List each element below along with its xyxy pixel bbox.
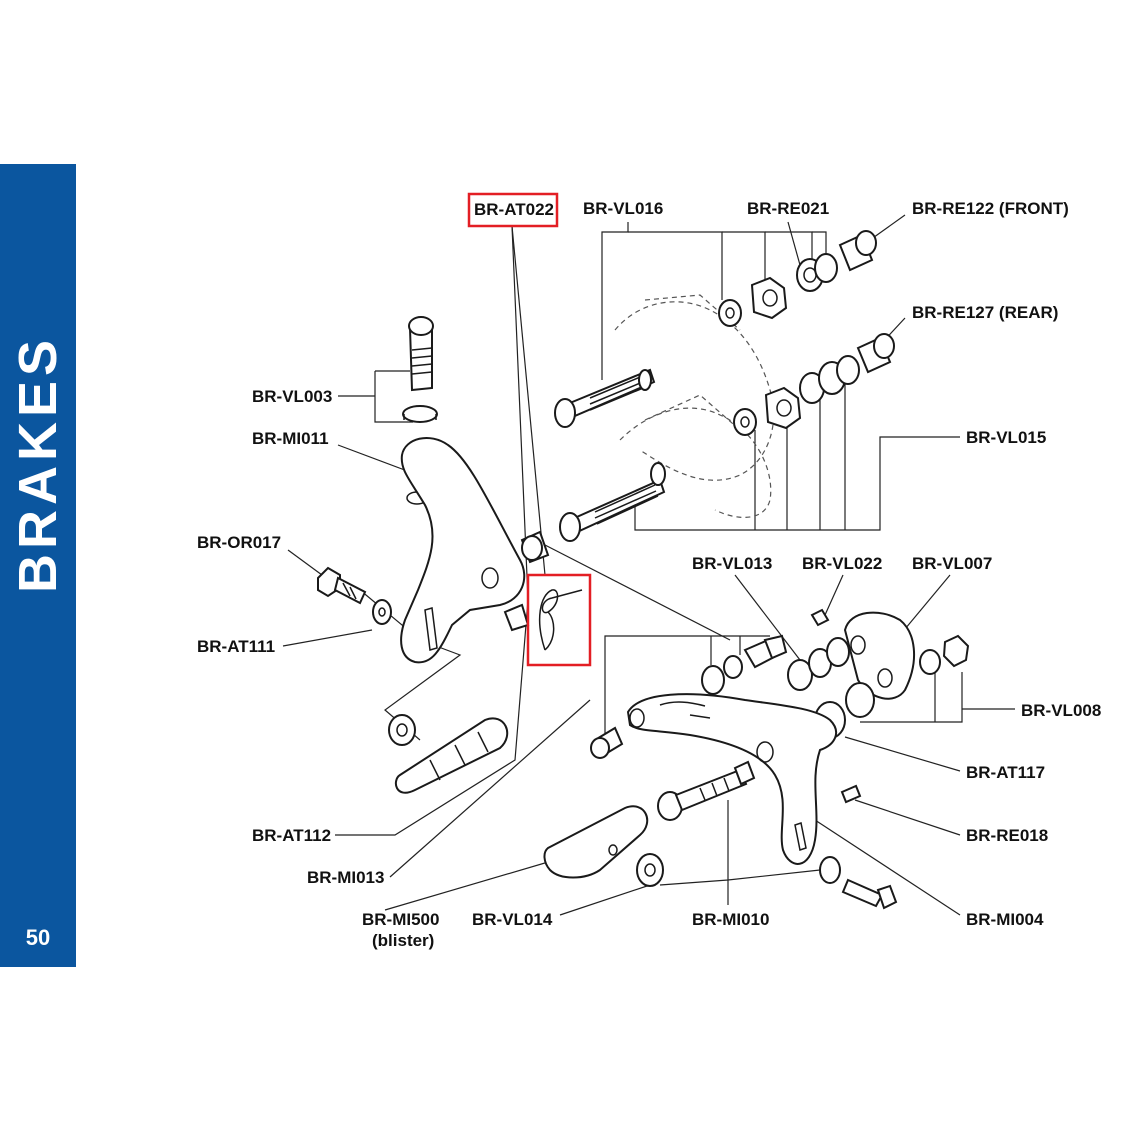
label-br-vl008: BR-VL008 xyxy=(1021,701,1101,720)
label-br-re018: BR-RE018 xyxy=(966,826,1048,845)
return-spring xyxy=(538,589,583,651)
section-sidebar: BRAKES 50 xyxy=(0,164,76,967)
label-br-vl013: BR-VL013 xyxy=(692,554,772,573)
label-br-vl014: BR-VL014 xyxy=(472,910,553,929)
label-br-vl016: BR-VL016 xyxy=(583,199,663,218)
label-br-mi500: BR-MI500 xyxy=(362,910,439,929)
left-caliper-arm xyxy=(317,316,550,794)
label-br-or017: BR-OR017 xyxy=(197,533,281,552)
label-br-mi011: BR-MI011 xyxy=(252,429,329,448)
front-pivot-bolt-group xyxy=(554,230,877,428)
frame-outlines xyxy=(614,294,775,518)
label-br-mi013: BR-MI013 xyxy=(307,868,384,887)
label-br-at022: BR-AT022 xyxy=(474,200,554,219)
rear-pivot-bolt-group xyxy=(559,333,895,542)
highlight-label-box xyxy=(467,192,559,228)
label-br-mi500-note: (blister) xyxy=(372,931,434,950)
leader-lines xyxy=(282,214,1015,916)
label-br-re122: BR-RE122 (FRONT) xyxy=(912,199,1069,218)
label-br-mi010: BR-MI010 xyxy=(692,910,769,929)
label-br-vl022: BR-VL022 xyxy=(802,554,882,573)
part-labels: BR-AT022 BR-VL016 BR-RE021 BR-RE122 (FRO… xyxy=(197,199,1101,950)
label-br-mi004: BR-MI004 xyxy=(966,910,1044,929)
label-br-vl007: BR-VL007 xyxy=(912,554,992,573)
highlight-part-box xyxy=(526,573,592,667)
right-caliper-arm xyxy=(543,608,970,910)
label-br-re021: BR-RE021 xyxy=(747,199,829,218)
label-br-at117: BR-AT117 xyxy=(966,763,1045,782)
page-number: 50 xyxy=(25,925,51,950)
label-br-re127: BR-RE127 (REAR) xyxy=(912,303,1058,322)
label-br-at112: BR-AT112 xyxy=(252,826,331,845)
label-br-vl015: BR-VL015 xyxy=(966,428,1046,447)
label-br-at111: BR-AT111 xyxy=(197,637,275,656)
label-br-vl003: BR-VL003 xyxy=(252,387,332,406)
